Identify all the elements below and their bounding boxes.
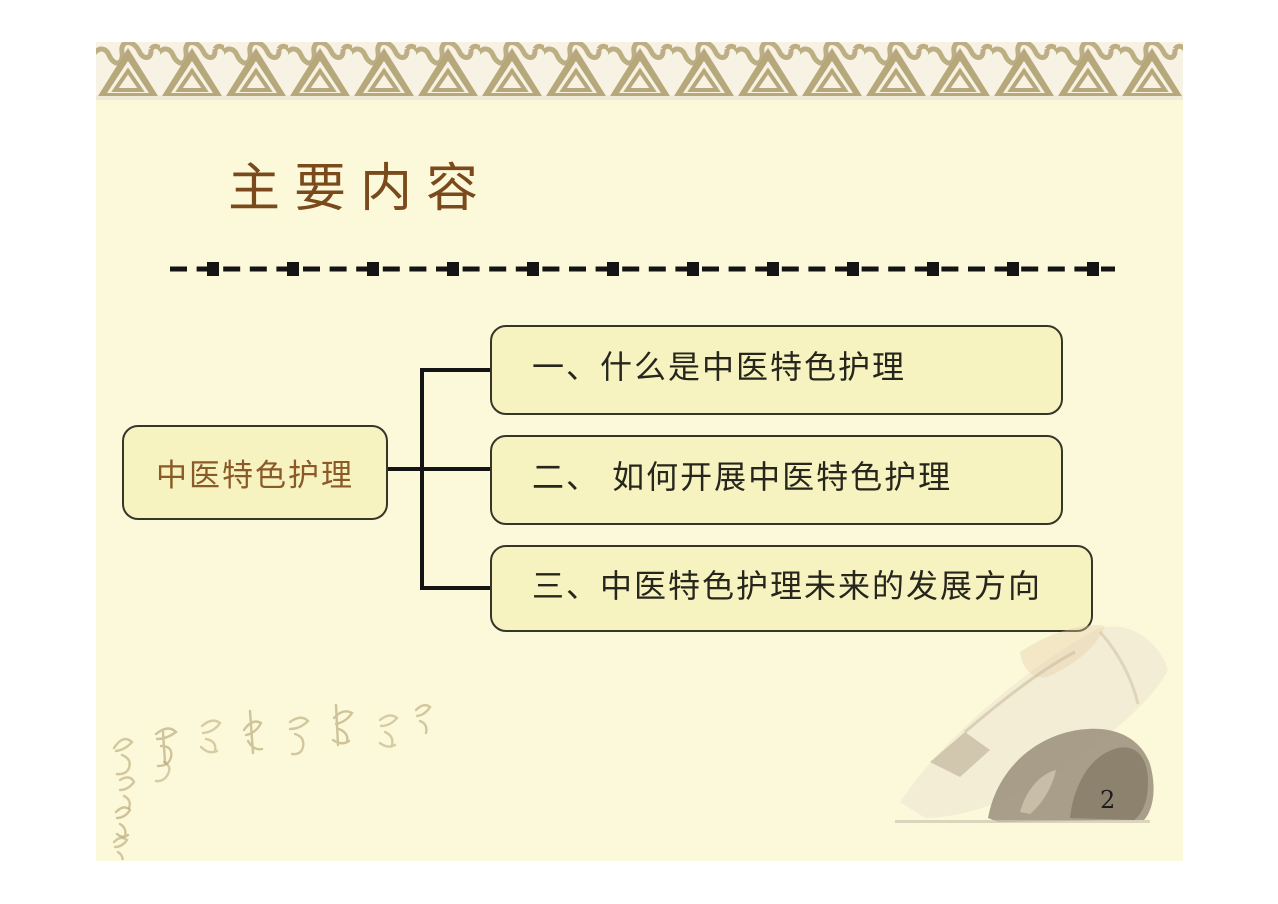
page-title: 主要内容 (228, 159, 493, 219)
slide: 主要内容 中医特色护理 一、什么是中医特色护理 二、 如何开展中医特色护理 三、… (96, 42, 1183, 861)
diagram-item-label-3: 三、中医特色护理未来的发展方向 (532, 566, 1043, 605)
diagram-item-label-2: 二、 如何开展中医特色护理 (532, 458, 953, 496)
diagram-item-box-3: 三、中医特色护理未来的发展方向 (490, 545, 1093, 632)
connector-branch-2 (424, 467, 490, 471)
page-number: 2 (1100, 786, 1116, 814)
connector-root-to-trunk (388, 467, 424, 471)
diagram-root-label: 中医特色护理 (156, 458, 354, 494)
diagram-item-label-1: 一、什么是中医特色护理 (532, 348, 907, 386)
diagram-root-box: 中医特色护理 (122, 425, 388, 520)
diagram-item-box-2: 二、 如何开展中医特色护理 (490, 435, 1063, 525)
diagram-item-box-1: 一、什么是中医特色护理 (490, 325, 1063, 415)
calligraphy-art-icon (112, 703, 432, 860)
ornamental-border (96, 42, 1183, 100)
title-separator (170, 262, 1115, 276)
connector-branch-1 (420, 368, 490, 372)
ink-painting-icon (895, 625, 1168, 823)
connector-trunk (420, 368, 424, 590)
connector-branch-3 (420, 586, 490, 590)
